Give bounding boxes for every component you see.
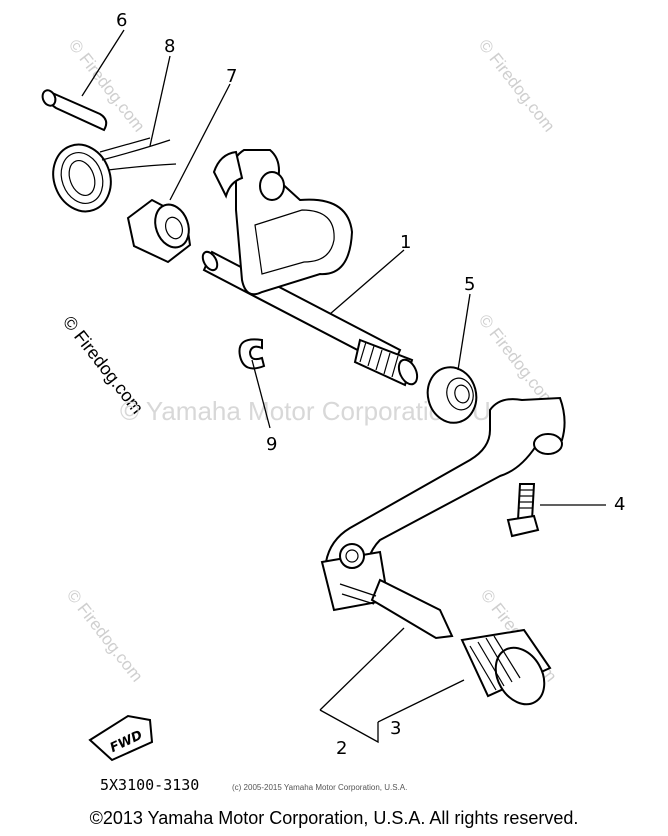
part-label-2: 2 [336, 738, 347, 759]
part-1-shift-shaft [201, 149, 419, 387]
diagram-code: 5X3100-3130 [100, 776, 199, 794]
leader-lines [81, 29, 606, 744]
fwd-arrow: FWD [88, 714, 154, 762]
watermark-center: © Yamaha Motor Corporation, U.S.A. [120, 396, 547, 426]
part-7-collar [126, 198, 192, 264]
part-label-4: 4 [614, 494, 625, 515]
part-label-9: 9 [266, 434, 277, 455]
small-copyright: (c) 2005-2015 Yamaha Motor Corporation, … [232, 783, 407, 792]
part-4-bolt [506, 483, 540, 538]
footer-copyright: ©2013 Yamaha Motor Corporation, U.S.A. A… [89, 808, 579, 828]
part-label-7: 7 [226, 66, 237, 87]
part-5-oil-seal [426, 366, 478, 424]
part-label-8: 8 [164, 36, 175, 57]
part-numbers: 6 8 7 1 5 9 4 3 2 [116, 10, 625, 759]
watermark-bottom-left: © Firedog.com [63, 586, 147, 686]
part-3-pedal-rubber [460, 628, 552, 706]
watermarks: © Firedog.com © Firedog.com © Firedog.co… [59, 36, 561, 686]
part-label-5: 5 [464, 274, 475, 295]
part-6-pin [41, 89, 108, 132]
part-9-circlip [238, 338, 266, 370]
watermark-top-right: © Firedog.com [475, 36, 559, 136]
part-label-6: 6 [116, 10, 127, 31]
part-label-1: 1 [400, 232, 411, 253]
part-2-shift-pedal [320, 396, 566, 640]
part-8-spring [52, 137, 177, 213]
part-label-3: 3 [390, 718, 401, 739]
